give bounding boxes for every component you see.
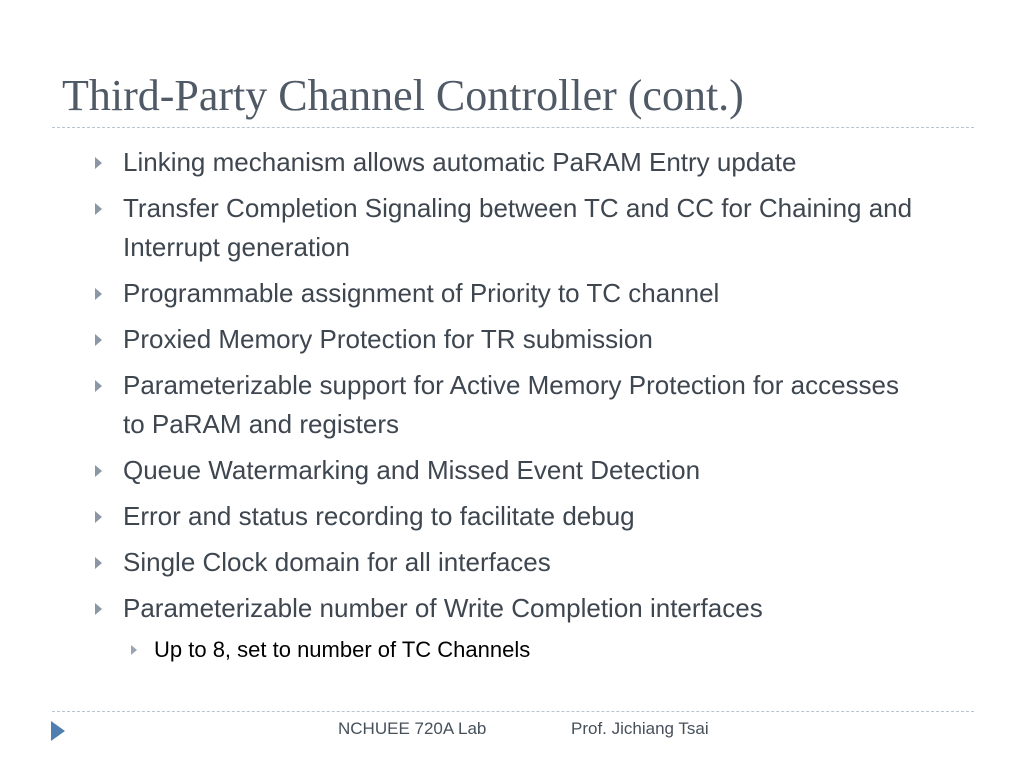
bullet-triangle-icon [95,511,102,523]
bullet-triangle-icon [95,203,102,215]
bullet-text: Parameterizable support for Active Memor… [123,370,899,439]
sub-bullet-triangle-icon [131,645,137,655]
bullet-text: Proxied Memory Protection for TR submiss… [123,324,653,354]
bullet-text: Single Clock domain for all interfaces [123,547,551,577]
bullet-item: Parameterizable support for Active Memor… [0,366,923,444]
footer-lab-name: NCHUEE 720A Lab [338,719,487,738]
next-slide-arrow-icon[interactable] [51,721,65,741]
bullet-triangle-icon [95,288,102,300]
bullet-item: Queue Watermarking and Missed Event Dete… [0,451,923,490]
bullet-text: Transfer Completion Signaling between TC… [123,193,913,262]
title-divider [52,127,974,128]
bullet-item: Programmable assignment of Priority to T… [0,274,923,313]
footer-divider [52,711,974,712]
bullet-list: Linking mechanism allows automatic PaRAM… [0,143,923,667]
bullet-triangle-icon [95,465,102,477]
slide-title: Third-Party Channel Controller (cont.) [62,71,744,120]
bullet-item: Transfer Completion Signaling between TC… [0,189,923,267]
bullet-triangle-icon [95,557,102,569]
bullet-text: Error and status recording to facilitate… [123,501,635,531]
bullet-triangle-icon [95,380,102,392]
bullet-item: Parameterizable number of Write Completi… [0,589,923,628]
sub-bullet-text: Up to 8, set to number of TC Channels [154,637,531,662]
footer-author: Prof. Jichiang Tsai [571,719,709,738]
bullet-triangle-icon [95,334,102,346]
bullet-item: Proxied Memory Protection for TR submiss… [0,320,923,359]
bullet-text: Programmable assignment of Priority to T… [123,278,720,308]
bullet-triangle-icon [95,157,102,169]
bullet-text: Queue Watermarking and Missed Event Dete… [123,455,701,485]
bullet-triangle-icon [95,603,102,615]
bullet-text: Parameterizable number of Write Completi… [123,593,763,623]
bullet-text: Linking mechanism allows automatic PaRAM… [123,147,797,177]
bullet-item: Error and status recording to facilitate… [0,497,923,536]
bullet-item: Single Clock domain for all interfaces [0,543,923,582]
bullet-item: Linking mechanism allows automatic PaRAM… [0,143,923,182]
sub-bullet-item: Up to 8, set to number of TC Channels [0,633,923,667]
